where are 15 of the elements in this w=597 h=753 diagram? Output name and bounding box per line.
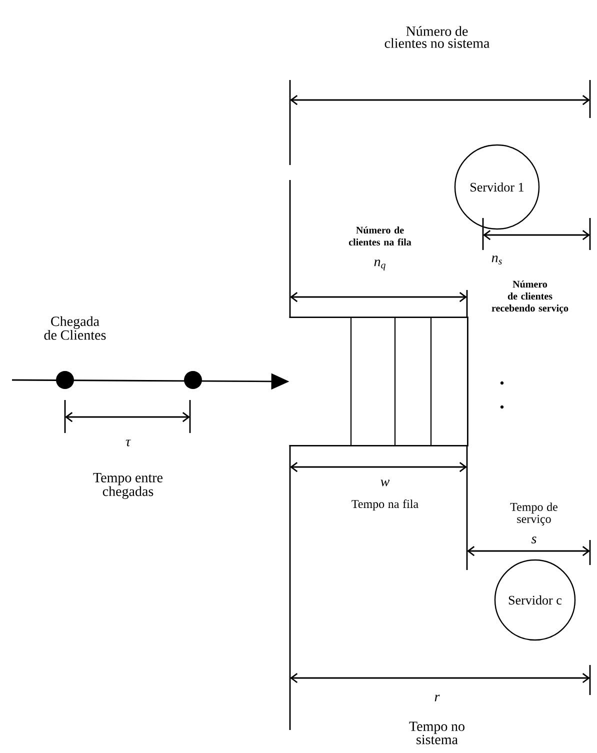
queue-drawing bbox=[289, 316, 468, 446]
dimension-symbol: n$_{q}$ bbox=[374, 260, 386, 270]
dimension-label: Número de clientes no sistema bbox=[384, 26, 490, 48]
dimension-label: Número de clientes na fila bbox=[348, 226, 412, 246]
dimension-label: Tempo no sistema bbox=[409, 722, 464, 744]
dimension-symbol: r bbox=[434, 694, 440, 702]
dimension-symbol: s bbox=[531, 536, 536, 544]
dimension-label: Tempo de serviço bbox=[510, 502, 558, 526]
dimension-label: Tempo na fila bbox=[352, 500, 418, 510]
dimension-label: Tempo entre chegadas bbox=[93, 473, 162, 499]
dimension-symbol: n$_{s}$ bbox=[492, 256, 502, 264]
dimension-symbol: τ bbox=[126, 440, 131, 446]
text-label: Chegada de Clientes bbox=[44, 316, 106, 340]
dimension-label: Número de clientes recebendo serviço bbox=[492, 280, 568, 314]
dimension-symbol: w bbox=[380, 480, 390, 486]
